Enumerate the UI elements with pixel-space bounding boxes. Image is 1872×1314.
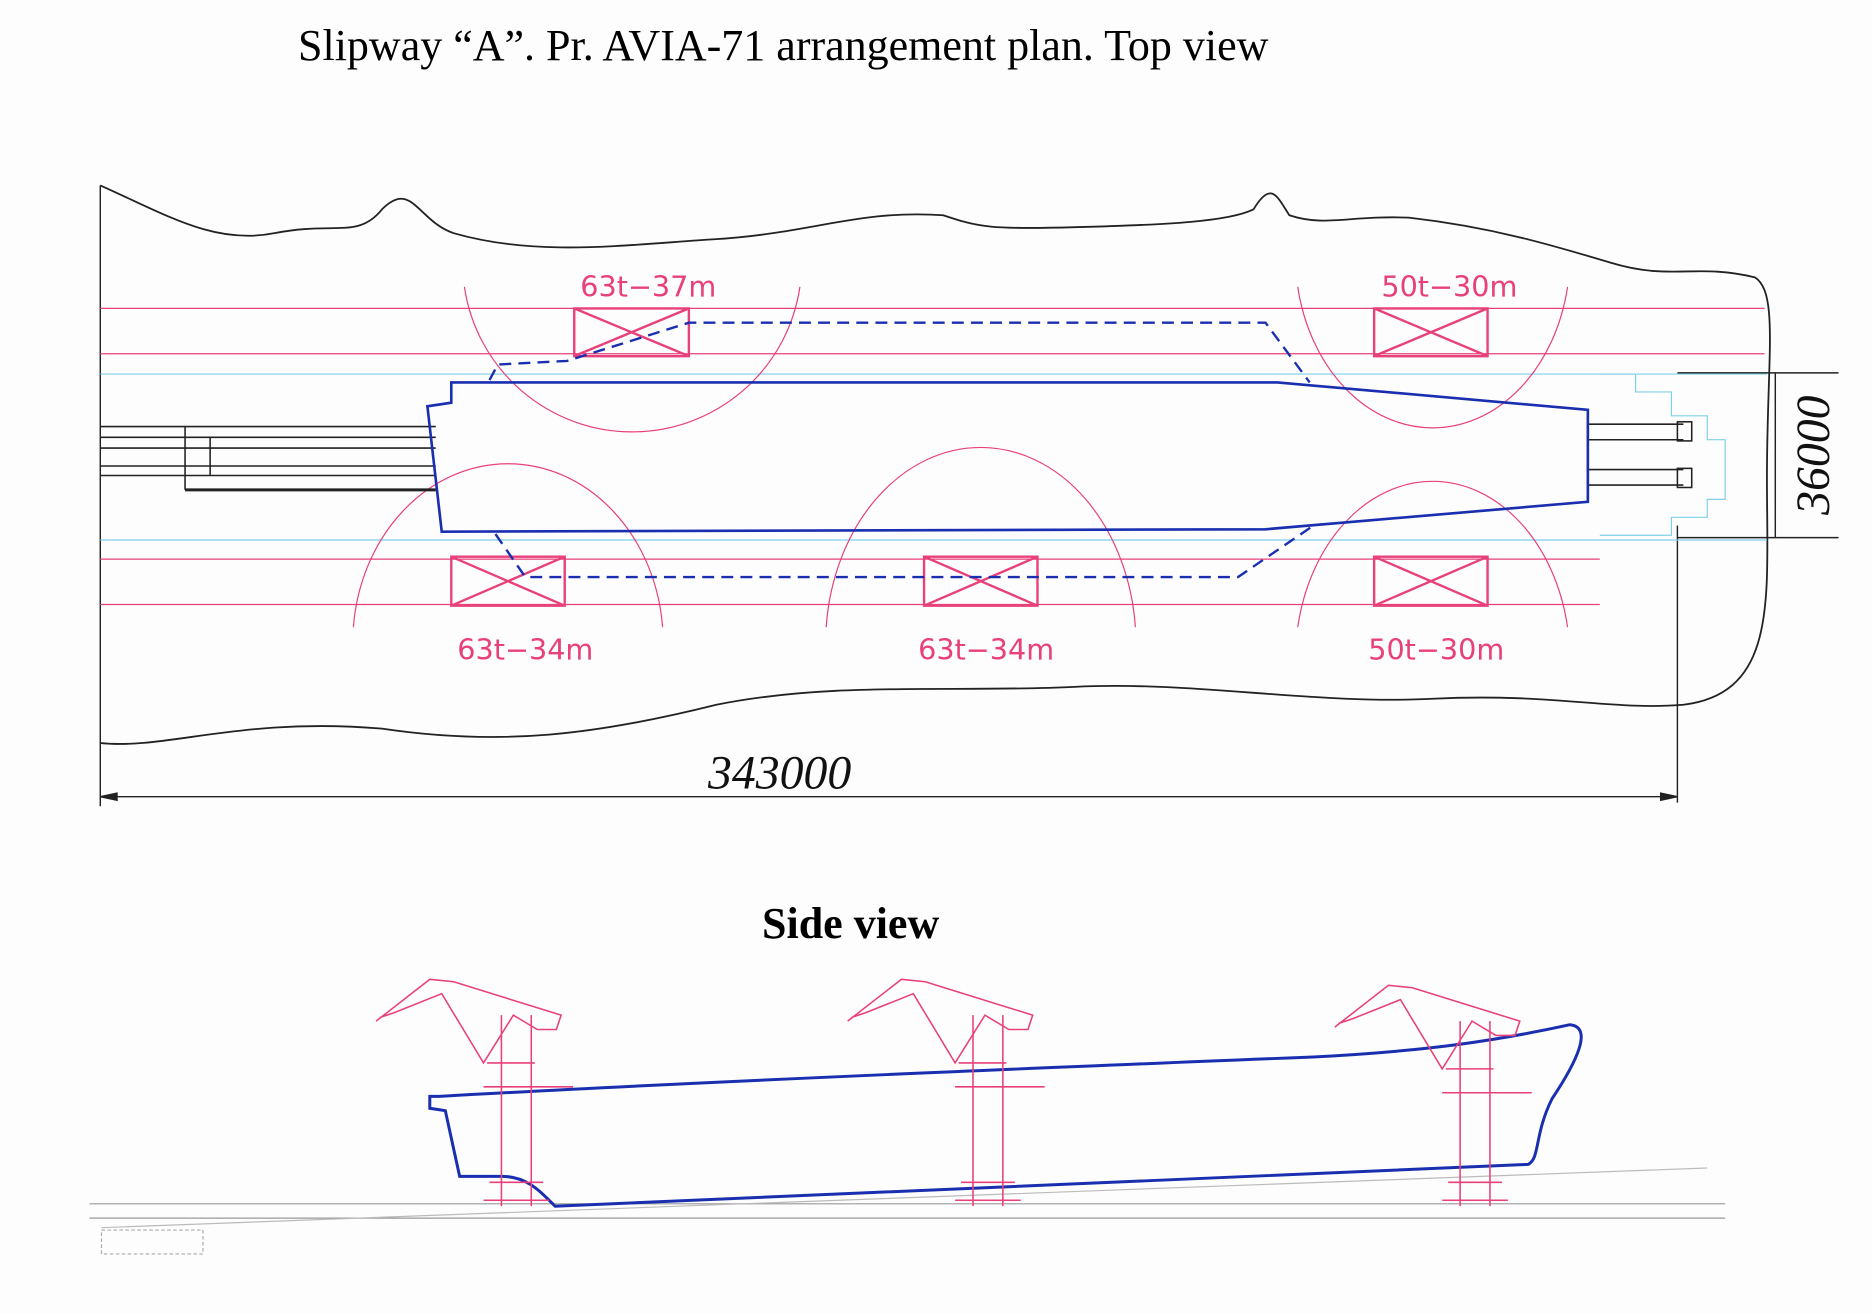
- length-dimension-label: 343000: [707, 746, 851, 799]
- crane-label: 63t−37m: [580, 269, 716, 303]
- cyan-berth-lines: [100, 373, 1767, 541]
- crane-footprints: [450, 307, 1489, 607]
- crane-reach-arcs: [352, 286, 1569, 628]
- crane-label: 63t−34m: [918, 632, 1054, 666]
- gantry-crane: [847, 978, 1045, 1207]
- length-dimension: [99, 185, 1679, 807]
- crane-label: 50t−30m: [1381, 269, 1517, 303]
- gantry-crane: [1334, 984, 1532, 1207]
- gantry-crane: [375, 978, 574, 1207]
- top-view-title: Slipway “A”. Pr. AVIA-71 arrangement pla…: [298, 21, 1269, 70]
- launching-ways: [100, 421, 1693, 492]
- side-view-title: Side view: [762, 899, 940, 948]
- width-dimension: [1677, 372, 1839, 539]
- hull-top-view: [425, 381, 1590, 533]
- shoreline-outline: [99, 184, 1771, 745]
- hull-side-view: [428, 1023, 1583, 1208]
- crane-label: 50t−30m: [1368, 632, 1504, 666]
- hull-outline-dashed: [488, 321, 1314, 579]
- width-dimension-label: 36000: [1787, 395, 1840, 516]
- gantry-cranes-side: [375, 978, 1532, 1207]
- side-view-ground: [89, 1167, 1726, 1255]
- crane-label: 63t−34m: [457, 632, 593, 666]
